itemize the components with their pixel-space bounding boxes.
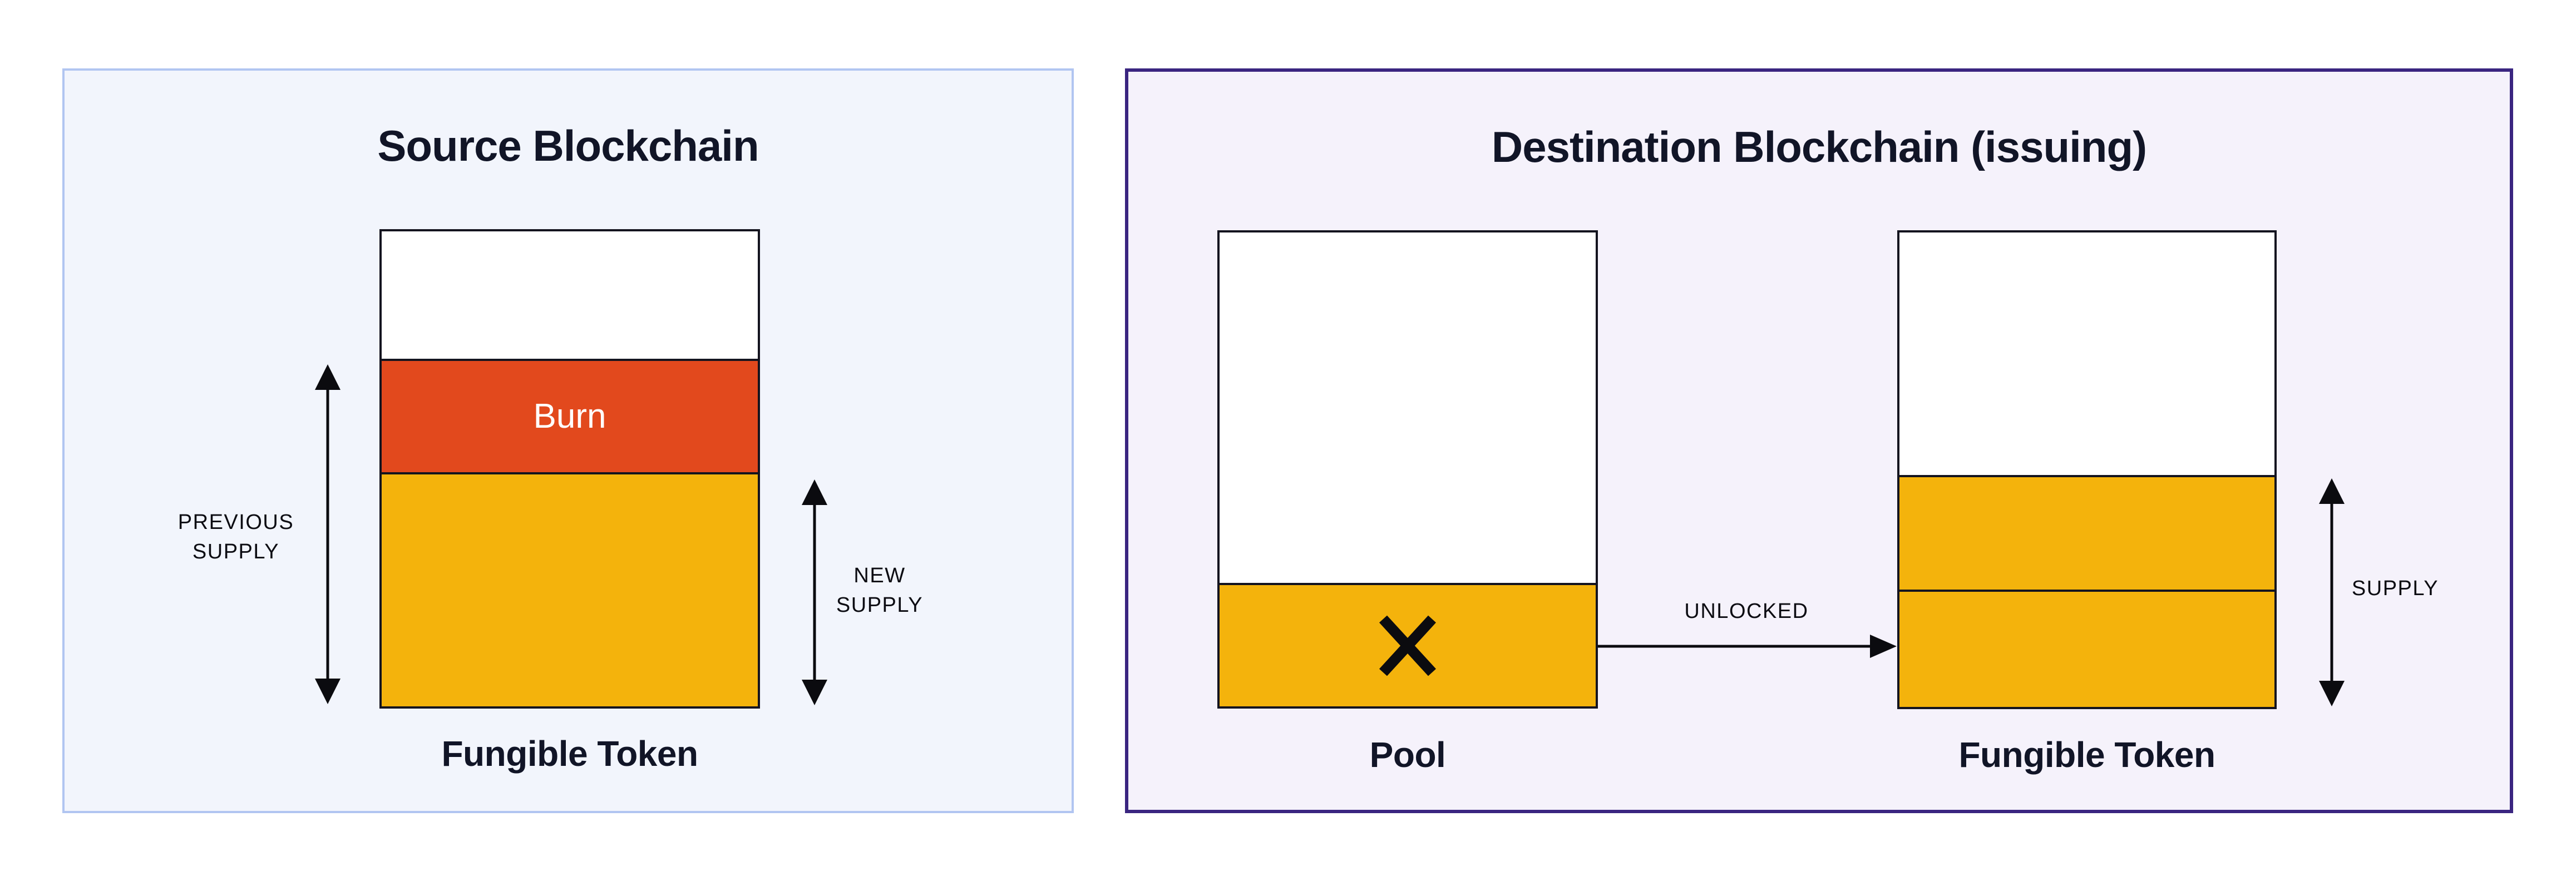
destination-bar-unlocked-supply-section: [1899, 590, 2274, 707]
destination-bar-empty-section: [1899, 232, 2274, 475]
unlocked-label: UNLOCKED: [1684, 600, 1809, 623]
pool-bar-locked-section: [1220, 582, 1596, 706]
source-bar-empty-section: [382, 231, 758, 359]
source-panel-title: Source Blockchain: [377, 121, 759, 170]
pool-bar-caption: Pool: [1369, 735, 1446, 775]
supply-arrow-icon: [2312, 477, 2351, 707]
previous-supply-label: PREVIOUS SUPPLY: [136, 508, 336, 567]
unlocked-arrow-icon: [1598, 630, 1897, 663]
destination-bar-existing-supply-section: [1899, 474, 2274, 590]
new-supply-label-line2: SUPPLY: [836, 593, 924, 617]
x-mark-icon: [1377, 615, 1438, 677]
pool-bar: [1217, 230, 1598, 709]
burn-label: Burn: [533, 397, 606, 436]
destination-blockchain-panel: Destination Blockchain (issuing) UNLOCKE…: [1125, 68, 2513, 813]
source-token-bar-caption: Fungible Token: [441, 734, 698, 774]
source-blockchain-panel: Source Blockchain Burn PREVIOUS SUPPLY: [62, 68, 1074, 813]
previous-supply-label-line1: PREVIOUS: [177, 511, 294, 534]
destination-token-bar: [1897, 230, 2277, 709]
new-supply-arrow-icon: [795, 478, 834, 706]
new-supply-label: NEW SUPPLY: [802, 561, 958, 620]
previous-supply-label-line2: SUPPLY: [192, 540, 280, 563]
source-token-bar: Burn: [379, 229, 760, 709]
new-supply-label-line1: NEW: [853, 564, 906, 587]
source-bar-burn-section: Burn: [382, 358, 758, 472]
destination-token-bar-caption: Fungible Token: [1958, 735, 2215, 775]
source-bar-supply-section: [382, 472, 758, 706]
destination-panel-title: Destination Blockchain (issuing): [1491, 122, 2147, 171]
pool-bar-empty-section: [1220, 232, 1596, 583]
supply-label: SUPPLY: [2351, 577, 2439, 600]
previous-supply-arrow-icon: [308, 363, 347, 705]
